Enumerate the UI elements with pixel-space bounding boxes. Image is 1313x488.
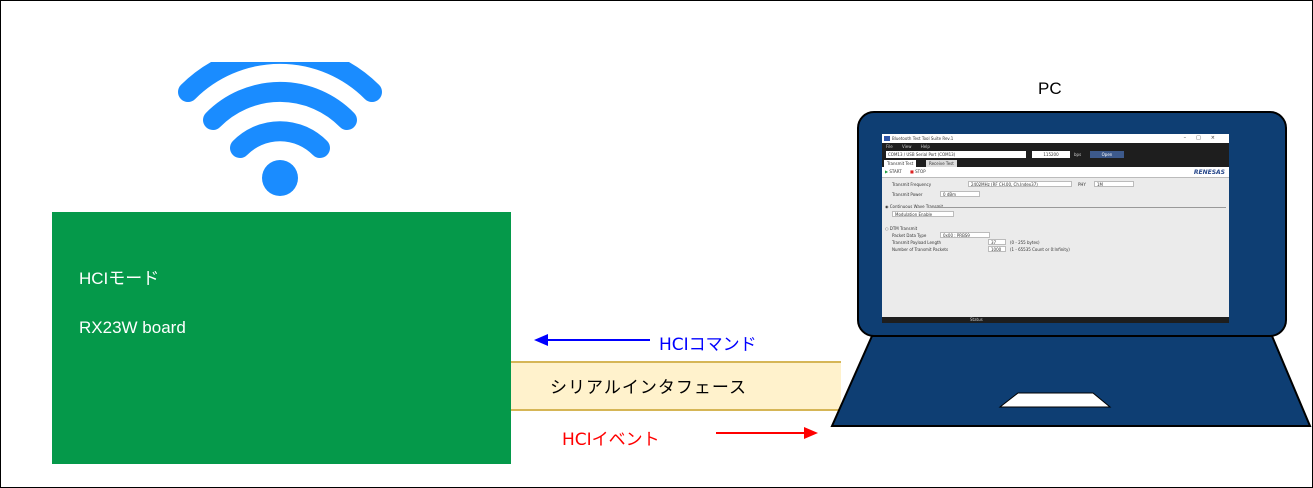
- stop-button[interactable]: ■ STOP: [910, 169, 926, 174]
- transmit-power-select[interactable]: 0 dBm: [940, 191, 980, 197]
- hci-command-label: HCIコマンド: [659, 335, 757, 355]
- rx23w-board: HCIモード RX23W board: [52, 212, 511, 464]
- payload-length-label: Transmit Payload Length: [892, 240, 942, 245]
- tab-receive-test[interactable]: Receive Test: [926, 160, 957, 167]
- start-button[interactable]: ▶ START: [885, 169, 902, 174]
- packet-count-input[interactable]: 1000: [988, 246, 1006, 252]
- bps-label: bps: [1074, 152, 1082, 157]
- connection-bar: COM13 / USB Serial Port (COM13) 115200 b…: [882, 150, 1229, 159]
- menu-view[interactable]: View: [901, 144, 912, 149]
- test-toolbar: ▶ START ■ STOP RENESAS: [882, 167, 1229, 178]
- hci-event-label: HCIイベント: [562, 430, 660, 450]
- hci-command-arrow: [534, 334, 650, 346]
- laptop-screen: Bluetooth Test Tool Suite Rev.1 –□× File…: [882, 134, 1229, 323]
- open-button[interactable]: Open: [1090, 151, 1124, 158]
- packet-count-hint: (1 - 65535 Count or 0:Infinity): [1010, 247, 1070, 252]
- app-menu-bar: File View Help: [882, 143, 1229, 150]
- renesas-logo: RENESAS: [1193, 169, 1225, 176]
- hci-event-arrow: [716, 427, 818, 439]
- continuous-wave-option[interactable]: ◉ Continuous Wave Transmit: [885, 204, 944, 209]
- board-name-label: RX23W board: [79, 318, 186, 337]
- transmit-frequency-label: Transmit Frequency: [892, 182, 932, 187]
- port-select[interactable]: COM13 / USB Serial Port (COM13): [886, 151, 1026, 158]
- play-icon: ▶: [885, 169, 889, 174]
- transmit-frequency-select[interactable]: 2402MHz (RF CH.00, Ch.Index37): [968, 181, 1072, 187]
- packet-type-label: Packet Data Type: [892, 233, 927, 238]
- transmit-power-label: Transmit Power: [892, 192, 923, 197]
- app-title: Bluetooth Test Tool Suite Rev.1: [892, 136, 954, 141]
- serial-interface-band: [511, 361, 841, 411]
- board-mode-label: HCIモード: [79, 269, 160, 288]
- modulation-select[interactable]: Modulation Enable: [892, 211, 954, 217]
- phy-select[interactable]: 1M: [1094, 181, 1134, 187]
- wifi-icon: [178, 62, 382, 196]
- payload-length-hint: (0 - 255 bytes): [1010, 240, 1040, 245]
- dtm-transmit-option[interactable]: ○ DTM Transmit: [885, 226, 918, 231]
- serial-interface-label: シリアルインタフェース: [550, 378, 747, 398]
- pc-label: PC: [1038, 79, 1062, 98]
- phy-label: PHY: [1078, 182, 1086, 187]
- app-title-bar: Bluetooth Test Tool Suite Rev.1 –□×: [882, 134, 1229, 143]
- status-bar: Status: [882, 317, 1229, 323]
- packet-count-label: Number of Transmit Packets: [892, 247, 949, 252]
- baud-input[interactable]: 115200: [1032, 151, 1070, 158]
- window-controls[interactable]: –□×: [1183, 135, 1225, 141]
- section-divider: [934, 207, 1226, 208]
- menu-file[interactable]: File: [886, 144, 893, 149]
- stop-icon: ■: [910, 169, 914, 174]
- menu-help[interactable]: Help: [920, 144, 930, 149]
- payload-length-input[interactable]: 37: [988, 239, 1006, 245]
- test-tabs: Transmit Test Receive Test: [882, 159, 1229, 167]
- packet-type-select[interactable]: 0x00 : PRBS9: [940, 232, 990, 238]
- tab-transmit-test[interactable]: Transmit Test: [884, 160, 917, 167]
- app-logo-icon: [884, 136, 890, 141]
- status-label: Status: [970, 317, 983, 322]
